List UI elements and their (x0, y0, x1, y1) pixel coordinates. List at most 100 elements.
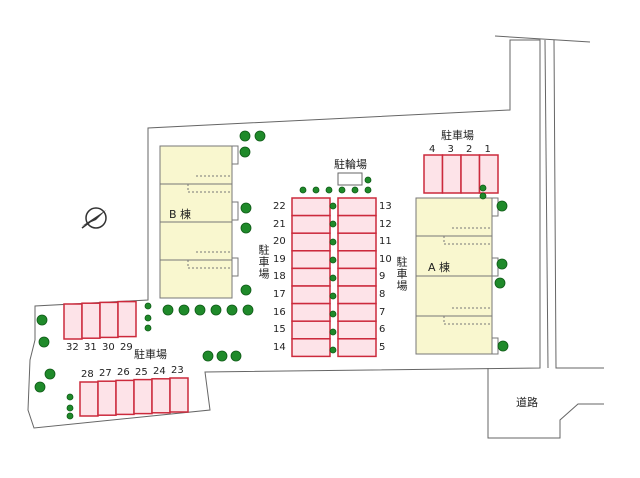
stall-number: 22 (273, 201, 286, 212)
tree-icon (364, 186, 372, 194)
building-a (415, 197, 499, 355)
stall-number: 30 (102, 342, 115, 353)
bicycle-parking-label: 駐輪場 (334, 158, 367, 171)
tree-icon (66, 393, 74, 401)
parking-stall (291, 285, 331, 305)
stall-number: 23 (171, 365, 184, 376)
parking-stall (337, 250, 377, 270)
stall-number: 6 (379, 324, 386, 336)
parking-stall (99, 301, 119, 339)
parking-stall (81, 302, 101, 339)
tree-icon (38, 336, 50, 348)
stall-number: 26 (117, 367, 130, 379)
parking-stall (441, 154, 462, 194)
tree-icon (240, 284, 252, 296)
tree-icon (254, 130, 266, 142)
stall-number: 3 (447, 144, 454, 155)
stall-number: 13 (379, 201, 392, 212)
tree-icon (329, 292, 337, 300)
tree-icon (202, 350, 214, 362)
tree-icon (329, 346, 337, 354)
tree-icon (479, 192, 487, 200)
stall-number: 15 (273, 324, 286, 336)
site-outline (30, 128, 150, 140)
tree-icon (329, 256, 337, 264)
parking-stall (337, 197, 377, 217)
parking-stall (337, 214, 377, 234)
stall-number: 24 (153, 365, 166, 377)
parking-stall (291, 214, 331, 234)
tree-icon (329, 328, 337, 336)
road-outline (487, 368, 604, 439)
tree-icon (230, 350, 242, 362)
tree-icon (144, 314, 152, 322)
parking-stall (337, 338, 377, 358)
tree-icon (36, 314, 48, 326)
tree-icon (239, 130, 251, 142)
parking-stall (291, 320, 331, 340)
stall-number: 11 (379, 236, 392, 248)
tree-icon (329, 220, 337, 228)
tree-icon (216, 350, 228, 362)
tree-icon (240, 222, 252, 234)
tree-icon (66, 412, 74, 420)
parking-stall (337, 232, 377, 252)
tree-icon (144, 324, 152, 332)
trees (34, 130, 509, 420)
stall-number: 29 (120, 342, 133, 353)
stall-number: 1 (484, 144, 491, 155)
building-a-label: A 棟 (428, 261, 451, 274)
stall-number: 19 (273, 253, 286, 265)
parking-stall (291, 232, 331, 252)
tree-icon (494, 277, 506, 289)
stall-number: 16 (273, 306, 286, 318)
tree-icon (66, 404, 74, 412)
parking-stall (115, 379, 135, 416)
stall-number: 32 (66, 342, 79, 353)
tree-icon (325, 186, 333, 194)
tree-icon (144, 302, 152, 310)
tree-icon (497, 340, 509, 352)
parking-stall (291, 197, 331, 217)
tree-icon (226, 304, 238, 316)
tree-icon (351, 186, 359, 194)
parking-stall (337, 285, 377, 305)
stall-number: 17 (273, 289, 286, 300)
tree-icon (364, 176, 372, 184)
tree-icon (44, 368, 56, 380)
stall-number: 4 (429, 144, 436, 155)
parking-stall (291, 338, 331, 358)
stall-number: 28 (81, 369, 94, 380)
tree-icon (178, 304, 190, 316)
parking-stall (337, 267, 377, 287)
tree-icon (162, 304, 174, 316)
tree-icon (338, 186, 346, 194)
parking-label-center-right: 駐車場 (395, 256, 408, 292)
building-b (159, 145, 239, 299)
tree-icon (329, 310, 337, 318)
parking-stall (97, 380, 117, 416)
parking-stall (151, 378, 171, 414)
parking-stall (291, 267, 331, 287)
parking-stall (460, 154, 481, 194)
tree-icon (479, 184, 487, 192)
stall-number: 7 (379, 306, 386, 318)
parking-stall (478, 154, 499, 194)
stall-number: 5 (379, 341, 386, 353)
road-line-right (553, 39, 604, 369)
tree-icon (496, 200, 508, 212)
road-line-top (494, 35, 591, 43)
tree-icon (194, 304, 206, 316)
tree-icon (239, 146, 251, 158)
tree-icon (242, 304, 254, 316)
building-b-label: B 棟 (169, 208, 192, 221)
stall-number: 12 (379, 218, 392, 230)
stall-number: 8 (379, 289, 386, 300)
stall-number: 14 (273, 341, 286, 353)
parking-label-bottom-left: 駐車場 (134, 348, 167, 361)
road-label: 道路 (516, 396, 538, 409)
parking-stall (169, 377, 189, 413)
tree-icon (34, 381, 46, 393)
